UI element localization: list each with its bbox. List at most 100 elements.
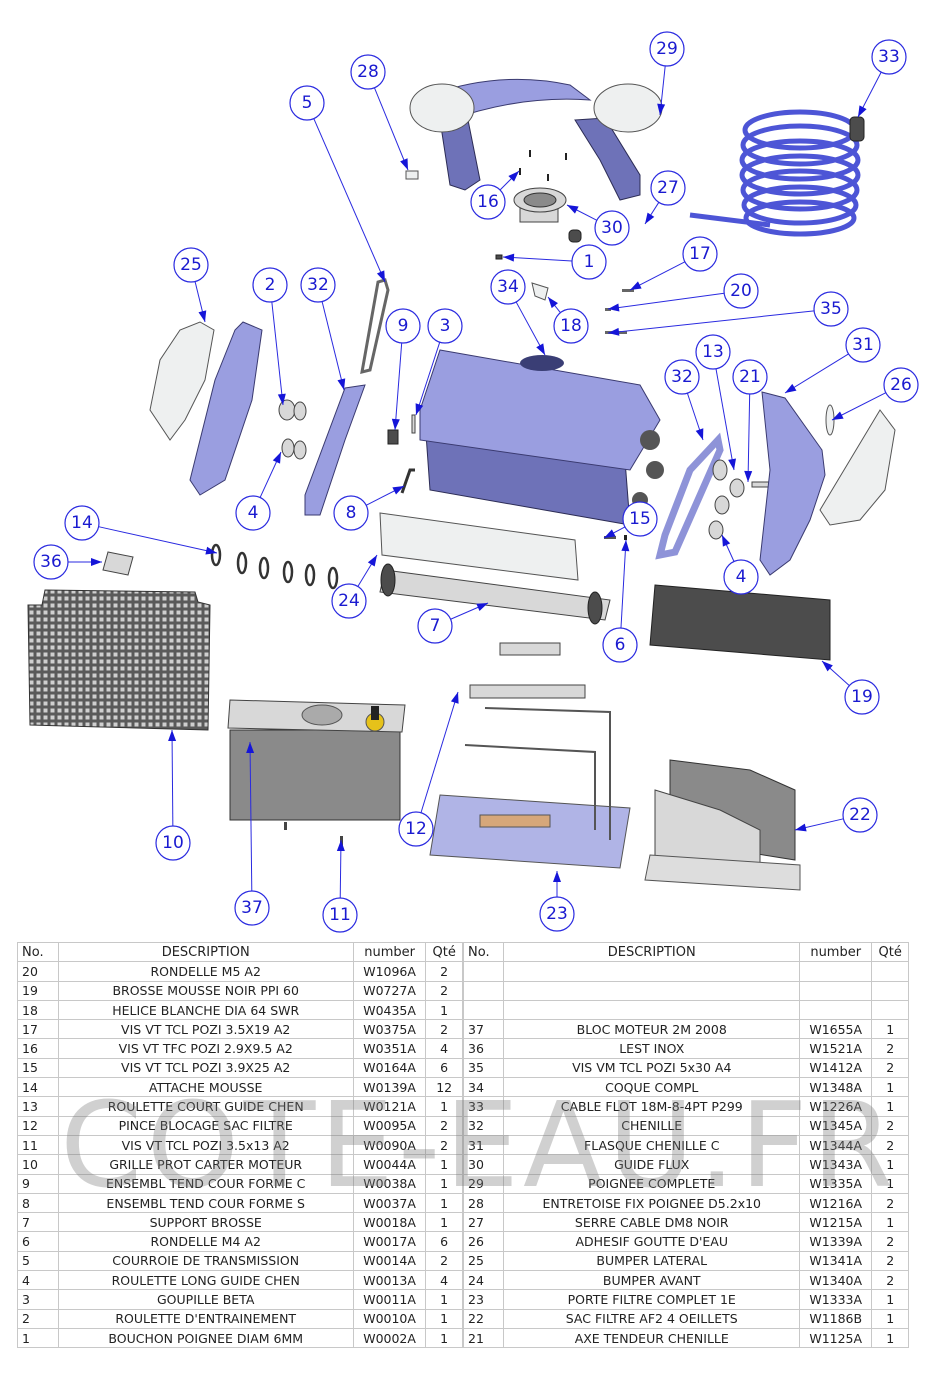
arrowhead-icon [205, 546, 217, 555]
part-description: BUMPER LATERAL [503, 1250, 801, 1272]
arrowhead-icon [376, 270, 385, 282]
part-qty: 2 [871, 1134, 909, 1156]
part-no: 34 [462, 1077, 505, 1098]
callout-circle [594, 210, 630, 246]
part-number: W1125A [799, 1327, 873, 1349]
part-propeller [531, 282, 549, 301]
callout-label: 31 [852, 335, 874, 355]
leader-line-10 [171, 729, 174, 827]
part-description: GRILLE PROT CARTER MOTEUR [57, 1154, 354, 1175]
part-number: W1333A [799, 1289, 873, 1310]
part-washer-6 [624, 535, 627, 540]
part-qty: 2 [871, 1231, 909, 1252]
part-number: W1412A [799, 1057, 873, 1079]
part-number: W1216A [799, 1192, 873, 1214]
part-number: W1186B [799, 1308, 873, 1329]
callout-4: 4 [235, 495, 271, 531]
callout-circle [350, 54, 386, 90]
part-number: W1345A [799, 1115, 873, 1136]
callout-37: 37 [234, 890, 270, 926]
callout-2: 2 [252, 267, 288, 303]
arrowhead-icon [608, 327, 620, 336]
arrowhead-icon [728, 458, 737, 470]
callout-label: 36 [40, 552, 62, 572]
part-qty [871, 999, 909, 1021]
part-number: W1344A [799, 1134, 873, 1156]
callout-label: 20 [730, 281, 752, 301]
part-flow-guide [513, 187, 567, 223]
arrowhead-icon [508, 171, 519, 182]
arrowhead-icon [695, 428, 704, 440]
part-description: ATTACHE MOUSSE [57, 1077, 354, 1098]
part-number: W1655A [799, 1019, 873, 1040]
callout-circle [331, 583, 367, 619]
arrowhead-icon [645, 212, 655, 224]
part-track-right [655, 432, 724, 560]
part-filter-bag [644, 759, 801, 891]
part-qty [871, 980, 909, 1001]
callout-label: 19 [851, 687, 873, 707]
callout-label: 35 [820, 299, 842, 319]
header-description: DESCRIPTION [57, 941, 354, 963]
callout-circle [300, 267, 336, 303]
part-description: SAC FILTRE AF2 4 OEILLETS [503, 1308, 801, 1329]
part-description: BROSSE MOUSSE NOIR PPI 60 [57, 980, 354, 1001]
arrowhead-icon [548, 297, 558, 309]
callout-circle [695, 334, 731, 370]
part-adhesive [825, 404, 835, 436]
arrowhead-icon [400, 158, 408, 170]
part-qty [871, 961, 909, 982]
callout-label: 27 [657, 178, 679, 198]
part-qty: 1 [871, 1308, 909, 1329]
part-qty: 1 [871, 1212, 909, 1233]
arrowhead-icon [198, 310, 207, 322]
part-description: VIS VT TCL POZI 3.9X25 A2 [57, 1057, 354, 1079]
callout-circle [234, 890, 270, 926]
callout-circle [173, 247, 209, 283]
part-number: W1348A [799, 1077, 873, 1098]
callout-13: 13 [695, 334, 731, 370]
callout-circle [427, 308, 463, 344]
callout-34: 34 [490, 269, 526, 305]
callout-label: 25 [180, 255, 202, 275]
callout-label: 7 [430, 616, 441, 636]
callout-label: 18 [560, 316, 582, 336]
part-filter-clips [469, 642, 586, 699]
part-description: COQUE COMPL [503, 1077, 801, 1098]
part-qty: 2 [871, 1192, 909, 1214]
callout-19: 19 [844, 679, 880, 715]
part-no: 3 [17, 1289, 59, 1310]
callout-26: 26 [883, 367, 919, 403]
part-no: 33 [462, 1096, 505, 1117]
part-qty: 1 [425, 1289, 463, 1310]
part-number: W0435A [352, 999, 427, 1021]
part-no: 1 [17, 1327, 59, 1349]
part-description: FLASQUE CHENILLE C [503, 1134, 801, 1156]
arrowhead-icon [858, 105, 867, 117]
callout-circle [252, 267, 288, 303]
callout-label: 11 [329, 905, 351, 925]
callout-32: 32 [664, 359, 700, 395]
callout-circle [664, 359, 700, 395]
arrowhead-icon [168, 730, 177, 742]
part-description: VIS VT TCL POZI 3.5x13 A2 [57, 1134, 354, 1156]
part-number: W0013A [352, 1270, 427, 1291]
part-number: W0017A [352, 1231, 427, 1252]
arrowhead-icon [503, 253, 515, 262]
callout-11: 11 [322, 897, 358, 933]
part-qty: 12 [425, 1077, 463, 1098]
part-no: 36 [462, 1038, 505, 1059]
part-number: W0038A [352, 1173, 427, 1194]
arrowhead-icon [785, 383, 797, 393]
part-no: 5 [17, 1250, 59, 1272]
